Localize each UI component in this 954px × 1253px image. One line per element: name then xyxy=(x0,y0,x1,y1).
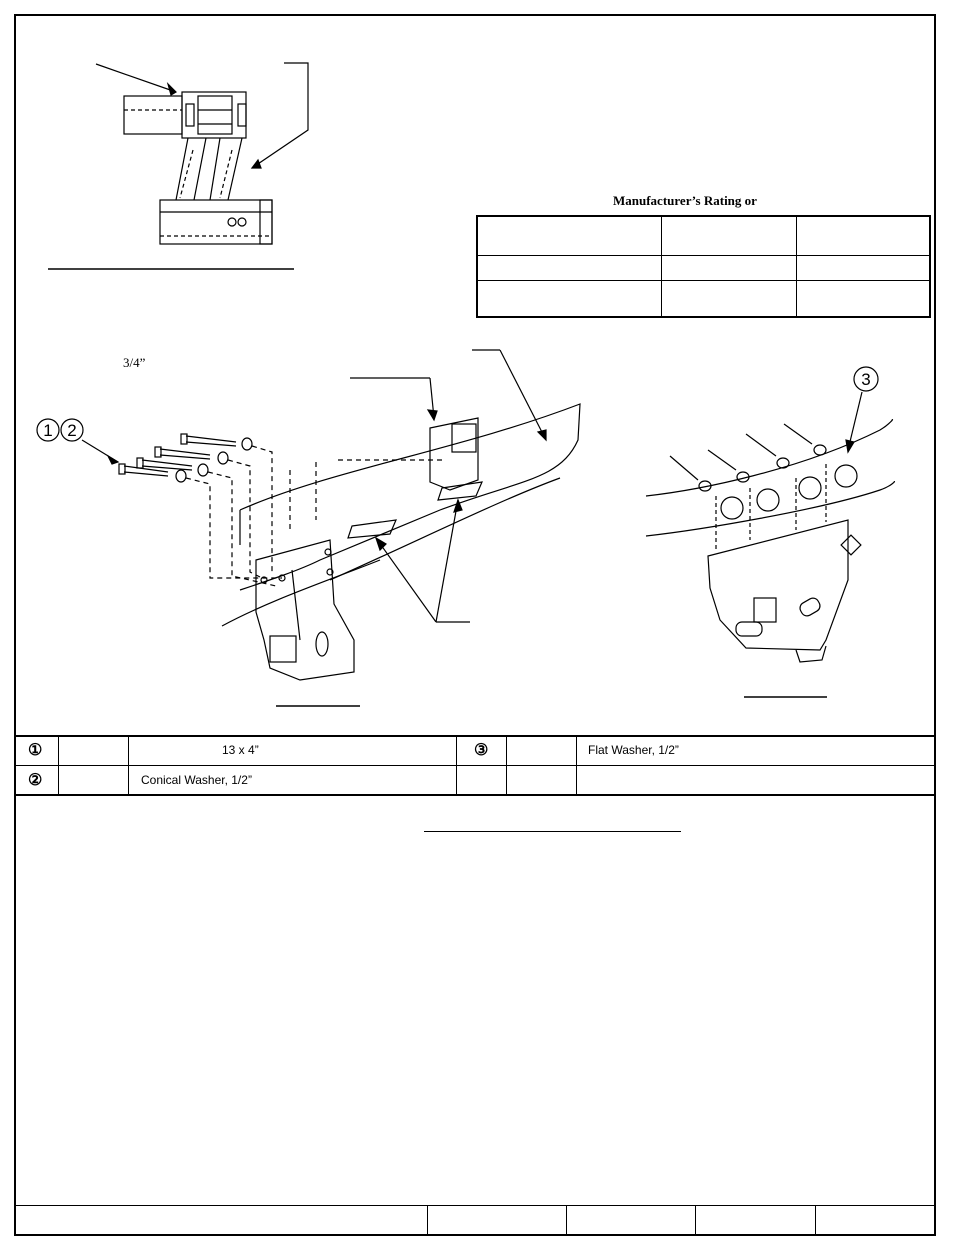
callout-3-glyph: 3 xyxy=(861,370,870,389)
exploded-view-drawing xyxy=(36,349,581,681)
part-description: Flat Washer, 1/2” xyxy=(588,743,679,757)
detail-view-drawing xyxy=(645,366,896,663)
section-heading-underline xyxy=(424,831,681,832)
parts-list: ① 13 x 4” ③ Flat Washer, 1/2” ② Conical … xyxy=(14,735,936,796)
part-marker: ② xyxy=(28,772,43,789)
page-frame xyxy=(14,14,936,1236)
rating-table xyxy=(476,215,931,318)
part-description: Conical Washer, 1/2” xyxy=(141,773,252,787)
rating-title: Manufacturer’s Rating or xyxy=(613,193,757,208)
footer-table xyxy=(14,1205,936,1236)
part-marker: ③ xyxy=(474,742,489,759)
callout-1-glyph: 1 xyxy=(43,421,52,440)
callout-2-glyph: 2 xyxy=(67,421,76,440)
bolt-length-dimension: 3/4” xyxy=(123,355,146,370)
part-description: 13 x 4” xyxy=(222,743,259,757)
part-marker: ① xyxy=(28,742,43,759)
side-view-drawing xyxy=(95,62,309,245)
